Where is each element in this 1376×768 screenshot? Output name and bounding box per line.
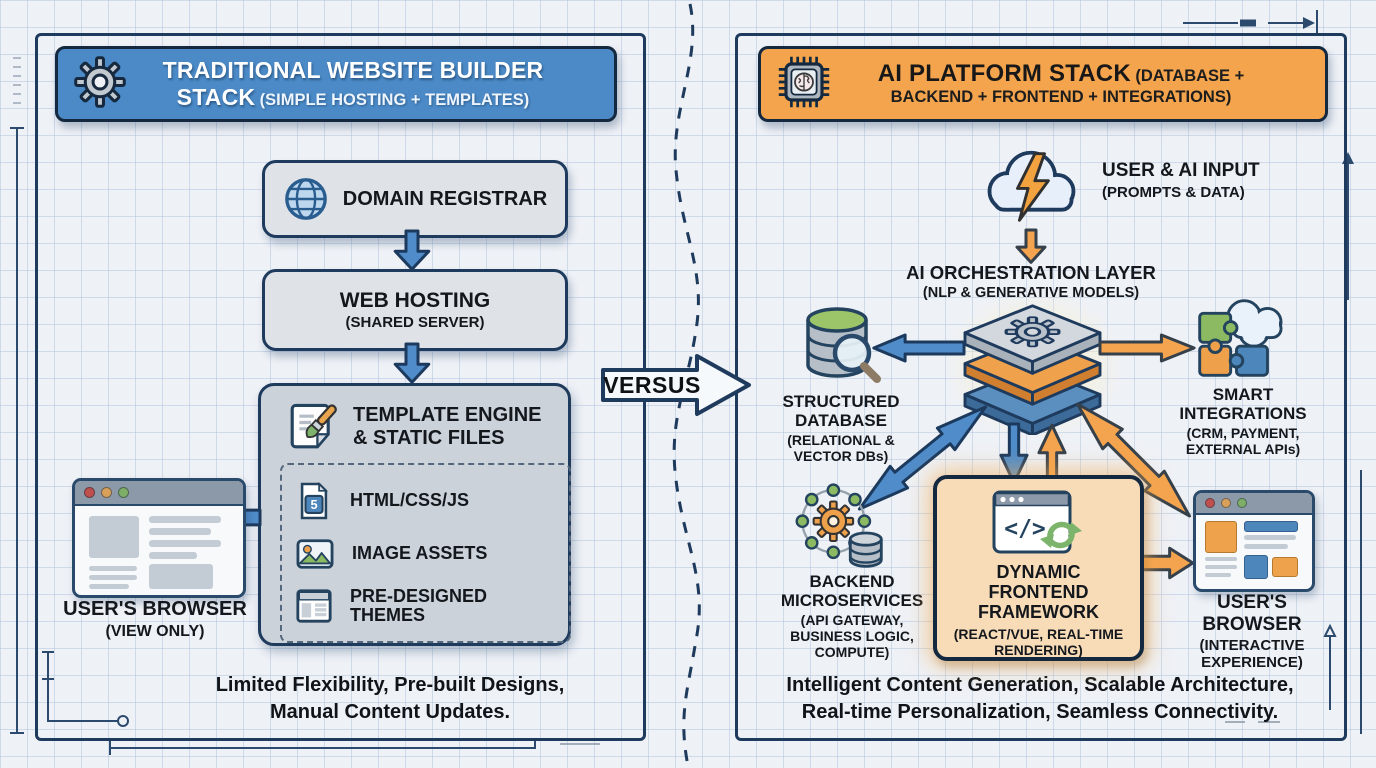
left-browser-title: USER'S BROWSER bbox=[63, 598, 247, 620]
code-refresh-icon: </> bbox=[991, 489, 1087, 555]
template-engine-box: TEMPLATE ENGINE & STATIC FILES 5 HTML/CS… bbox=[258, 383, 571, 646]
frontend-subtitle: (REACT/VUE, REAL-TIME RENDERING) bbox=[953, 626, 1124, 659]
template-title-line1: TEMPLATE ENGINE bbox=[353, 404, 542, 426]
static-files-group: 5 HTML/CSS/JS IMAGE ASSETS PRE-DESIGNED … bbox=[280, 463, 571, 643]
orchestration-subtitle: (NLP & GENERATIVE MODELS) bbox=[922, 285, 1140, 302]
cloud-lightning-icon bbox=[972, 146, 1090, 233]
left-panel-header: TRADITIONAL WEBSITE BUILDER STACK (SIMPL… bbox=[55, 46, 617, 122]
right-browser-title: USER'S BROWSER bbox=[1202, 592, 1302, 635]
left-caption-line1: Limited Flexibility, Pre-built Designs, bbox=[215, 674, 565, 696]
list-item-html: 5 HTML/CSS/JS bbox=[294, 481, 557, 521]
close-dot-icon bbox=[84, 487, 95, 498]
right-browser-subtitle: (INTERACTIVE EXPERIENCE) bbox=[1199, 637, 1305, 672]
browser-titlebar bbox=[1196, 493, 1312, 515]
list-item-label: IMAGE ASSETS bbox=[352, 542, 488, 563]
web-hosting-title: WEB HOSTING bbox=[339, 289, 491, 312]
orchestration-title: AI ORCHESTRATION LAYER bbox=[906, 262, 1156, 283]
right-panel-header: AI PLATFORM STACK (DATABASE + BACKEND + … bbox=[758, 46, 1328, 122]
right-browser-mockup bbox=[1193, 490, 1315, 592]
orchestration-label: AI ORCHESTRATION LAYER (NLP & GENERATIVE… bbox=[900, 262, 1162, 302]
left-browser-subtitle: (VIEW ONLY) bbox=[105, 622, 205, 640]
user-input-title: USER & AI INPUT bbox=[1102, 160, 1260, 181]
right-caption-line2: Real-time Personalization, Seamless Conn… bbox=[801, 701, 1279, 723]
maximize-dot-icon bbox=[1237, 498, 1247, 508]
right-caption-line1: Intelligent Content Generation, Scalable… bbox=[786, 674, 1294, 696]
browser-content bbox=[75, 506, 243, 591]
backend-title: BACKEND MICROSERVICES bbox=[780, 572, 924, 611]
browser-content bbox=[1196, 515, 1312, 585]
browser-titlebar bbox=[75, 481, 243, 506]
versus-label: VERSUS bbox=[603, 371, 701, 398]
template-title-line2: & STATIC FILES bbox=[353, 427, 505, 449]
html5-file-icon: 5 bbox=[294, 481, 334, 521]
list-item-label: HTML/CSS/JS bbox=[350, 489, 470, 510]
arrow-frontend-to-browser bbox=[1136, 546, 1194, 580]
left-header-title: TRADITIONAL WEBSITE BUILDER STACK bbox=[162, 56, 544, 110]
right-header-title: AI PLATFORM STACK bbox=[877, 59, 1131, 87]
svg-text:5: 5 bbox=[310, 497, 317, 512]
maximize-dot-icon bbox=[118, 487, 129, 498]
arrow-stack-to-integrations bbox=[1100, 333, 1196, 363]
left-caption: Limited Flexibility, Pre-built Designs, … bbox=[110, 672, 670, 726]
integrations-subtitle: (CRM, PAYMENT, EXTERNAL APIs) bbox=[1185, 424, 1301, 457]
database-subtitle: (RELATIONAL & VECTOR DBs) bbox=[787, 431, 895, 464]
domain-registrar-label: DOMAIN REGISTRAR bbox=[342, 187, 548, 210]
left-caption-line2: Manual Content Updates. bbox=[269, 701, 510, 723]
database-title: STRUCTURED DATABASE bbox=[782, 392, 900, 431]
arrow-domain-to-hosting bbox=[394, 231, 430, 270]
minimize-dot-icon bbox=[1221, 498, 1231, 508]
dynamic-frontend-box: </> DYNAMIC FRONTEND FRAMEWORK (REACT/VU… bbox=[933, 475, 1144, 661]
left-browser-mockup bbox=[72, 478, 246, 598]
right-header-subtitle: (DATABASE + BACKEND + FRONTEND + INTEGRA… bbox=[890, 66, 1245, 107]
user-input-label: USER & AI INPUT (PROMPTS & DATA) bbox=[1102, 160, 1282, 201]
domain-registrar-box: DOMAIN REGISTRAR bbox=[262, 160, 568, 238]
arrow-input-to-orchestration bbox=[1016, 230, 1046, 263]
web-hosting-box: WEB HOSTING (SHARED SERVER) bbox=[262, 269, 568, 351]
smart-integrations-icon bbox=[1180, 292, 1292, 389]
structured-database-icon bbox=[790, 298, 885, 398]
gear-icon bbox=[74, 56, 126, 113]
integrations-label: SMART INTEGRATIONS (CRM, PAYMENT, EXTERN… bbox=[1162, 385, 1324, 458]
arrow-stack-browser-bidirectional bbox=[1064, 390, 1203, 529]
right-browser-label: USER'S BROWSER (INTERACTIVE EXPERIENCE) bbox=[1172, 592, 1332, 672]
globe-icon bbox=[283, 176, 329, 222]
list-item-images: IMAGE ASSETS bbox=[294, 536, 557, 572]
svg-text:</>: </> bbox=[1004, 516, 1046, 542]
database-label: STRUCTURED DATABASE (RELATIONAL & VECTOR… bbox=[762, 392, 920, 465]
web-hosting-subtitle: (SHARED SERVER) bbox=[345, 314, 485, 331]
list-item-themes: PRE-DESIGNED THEMES bbox=[294, 585, 557, 626]
left-header-subtitle: (SIMPLE HOSTING + TEMPLATES) bbox=[259, 91, 530, 109]
template-engine-icon bbox=[285, 400, 339, 454]
list-item-label: PRE-DESIGNED THEMES bbox=[350, 585, 488, 626]
image-assets-icon bbox=[294, 536, 336, 572]
arrow-hosting-to-template bbox=[394, 344, 430, 383]
backend-microservices-icon bbox=[790, 478, 888, 577]
left-browser-label: USER'S BROWSER (VIEW ONLY) bbox=[40, 598, 270, 641]
close-dot-icon bbox=[1205, 498, 1215, 508]
backend-label: BACKEND MICROSERVICES (API GATEWAY, BUSI… bbox=[768, 572, 936, 661]
right-caption: Intelligent Content Generation, Scalable… bbox=[770, 672, 1310, 726]
versus-arrow: VERSUS bbox=[601, 352, 753, 418]
backend-subtitle: (API GATEWAY, BUSINESS LOGIC, COMPUTE) bbox=[790, 611, 914, 660]
ai-chip-icon bbox=[777, 55, 831, 114]
arrow-stack-backend-bidirectional bbox=[847, 392, 998, 523]
themes-icon bbox=[294, 587, 334, 625]
integrations-title: SMART INTEGRATIONS bbox=[1179, 385, 1307, 424]
arrow-stack-to-database bbox=[872, 333, 964, 363]
arrow-stack-to-frontend bbox=[1000, 424, 1028, 484]
frontend-title: DYNAMIC FRONTEND FRAMEWORK bbox=[978, 562, 1099, 622]
user-input-subtitle: (PROMPTS & DATA) bbox=[1102, 183, 1245, 201]
minimize-dot-icon bbox=[101, 487, 112, 498]
